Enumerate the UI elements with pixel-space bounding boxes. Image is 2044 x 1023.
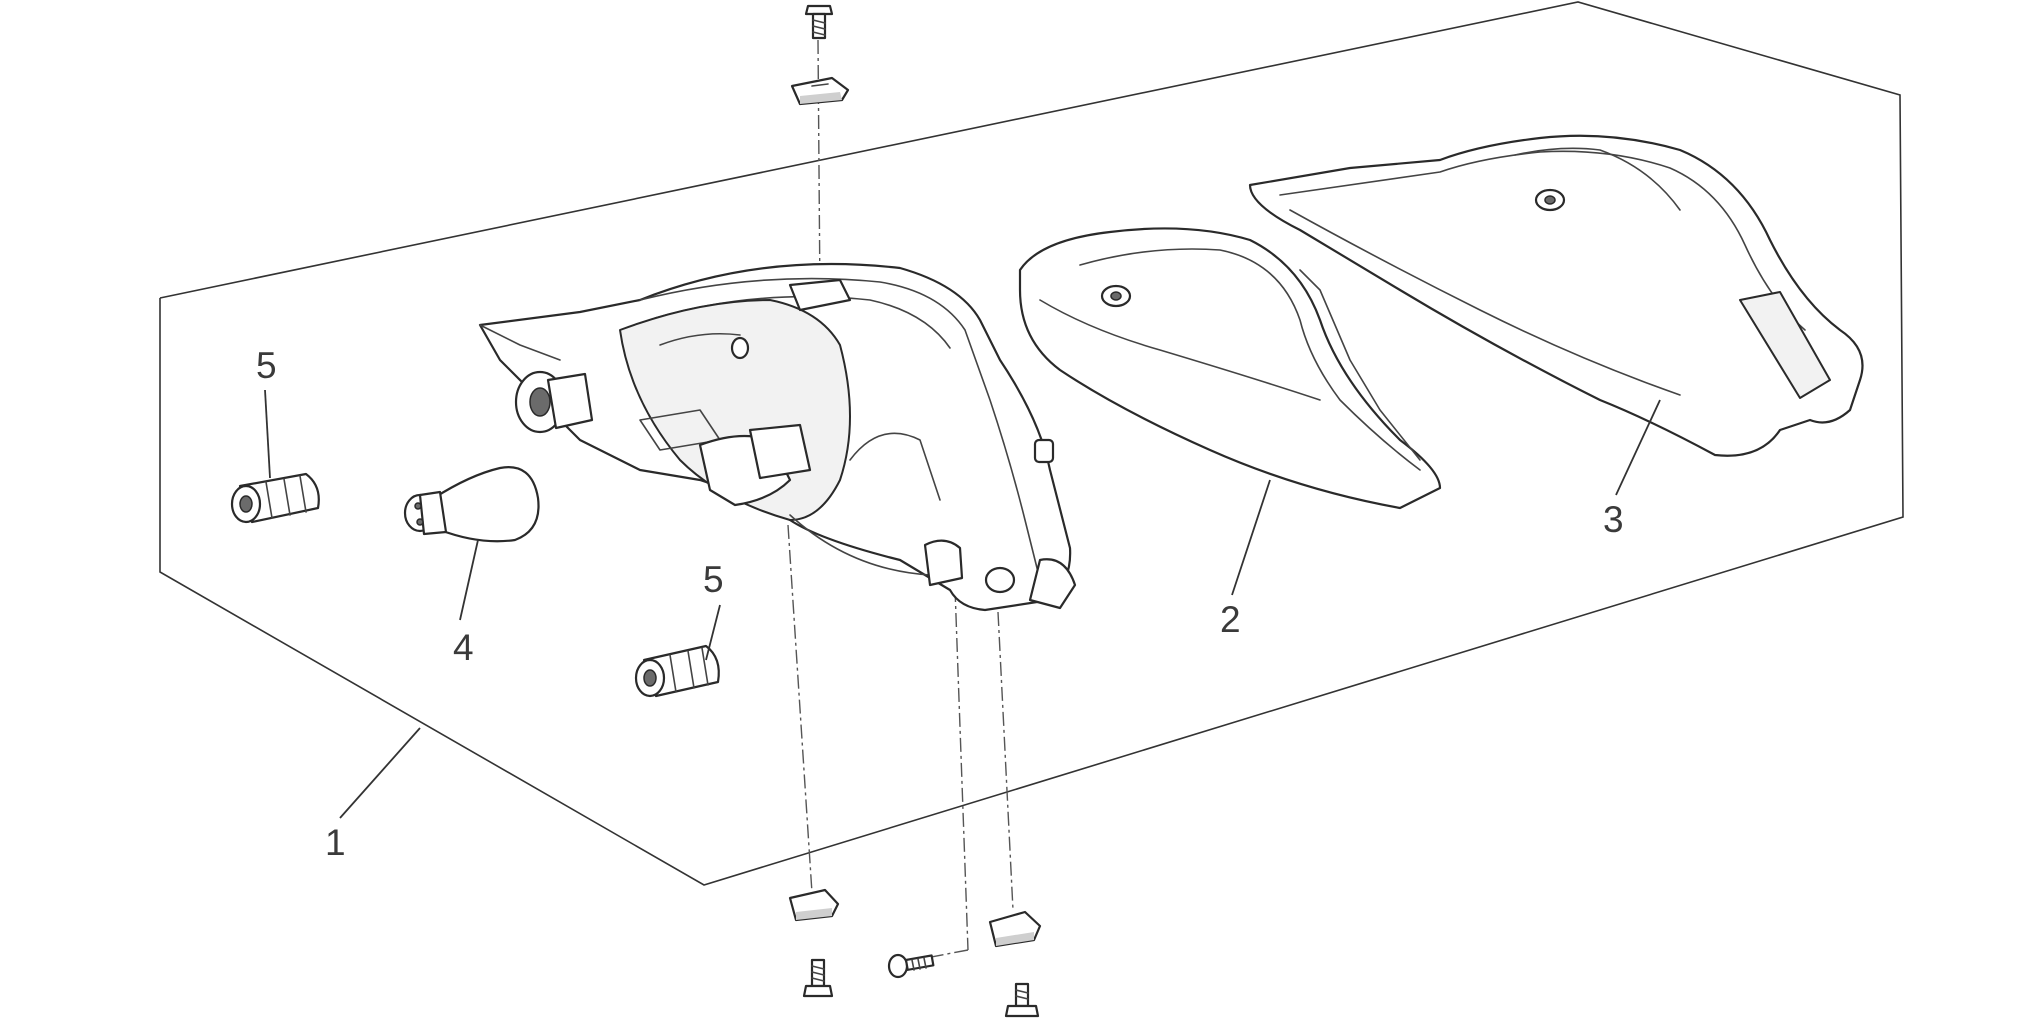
assembly-box (159, 1, 1904, 886)
housing-bulb-socket (514, 370, 594, 434)
bottom-left-screw (802, 958, 834, 998)
callout-5-upper: 5 (256, 345, 277, 386)
callout-4: 4 (453, 627, 474, 668)
small-bulb-lower (634, 644, 720, 698)
mounting-lugs (923, 539, 1077, 610)
side-screw (887, 953, 935, 979)
callout-1: 1 (325, 822, 346, 863)
inner-lens (1018, 227, 1442, 510)
leader-lines (264, 389, 1661, 819)
top-screw (804, 4, 834, 40)
reflector-cup (698, 278, 931, 576)
bottom-right-screw (1004, 982, 1040, 1018)
bottom-left-clip-nut (788, 888, 840, 922)
callout-2: 2 (1220, 599, 1241, 640)
bulb (403, 466, 540, 543)
top-clip-nut (790, 76, 850, 106)
callout-labels: 5 5 4 2 3 1 (256, 345, 1624, 863)
callout-3: 3 (1603, 499, 1624, 540)
bottom-right-clip-nut (988, 910, 1042, 948)
outer-lens (1248, 134, 1864, 457)
small-bulb-upper (230, 472, 320, 524)
callout-5-lower: 5 (703, 559, 724, 600)
